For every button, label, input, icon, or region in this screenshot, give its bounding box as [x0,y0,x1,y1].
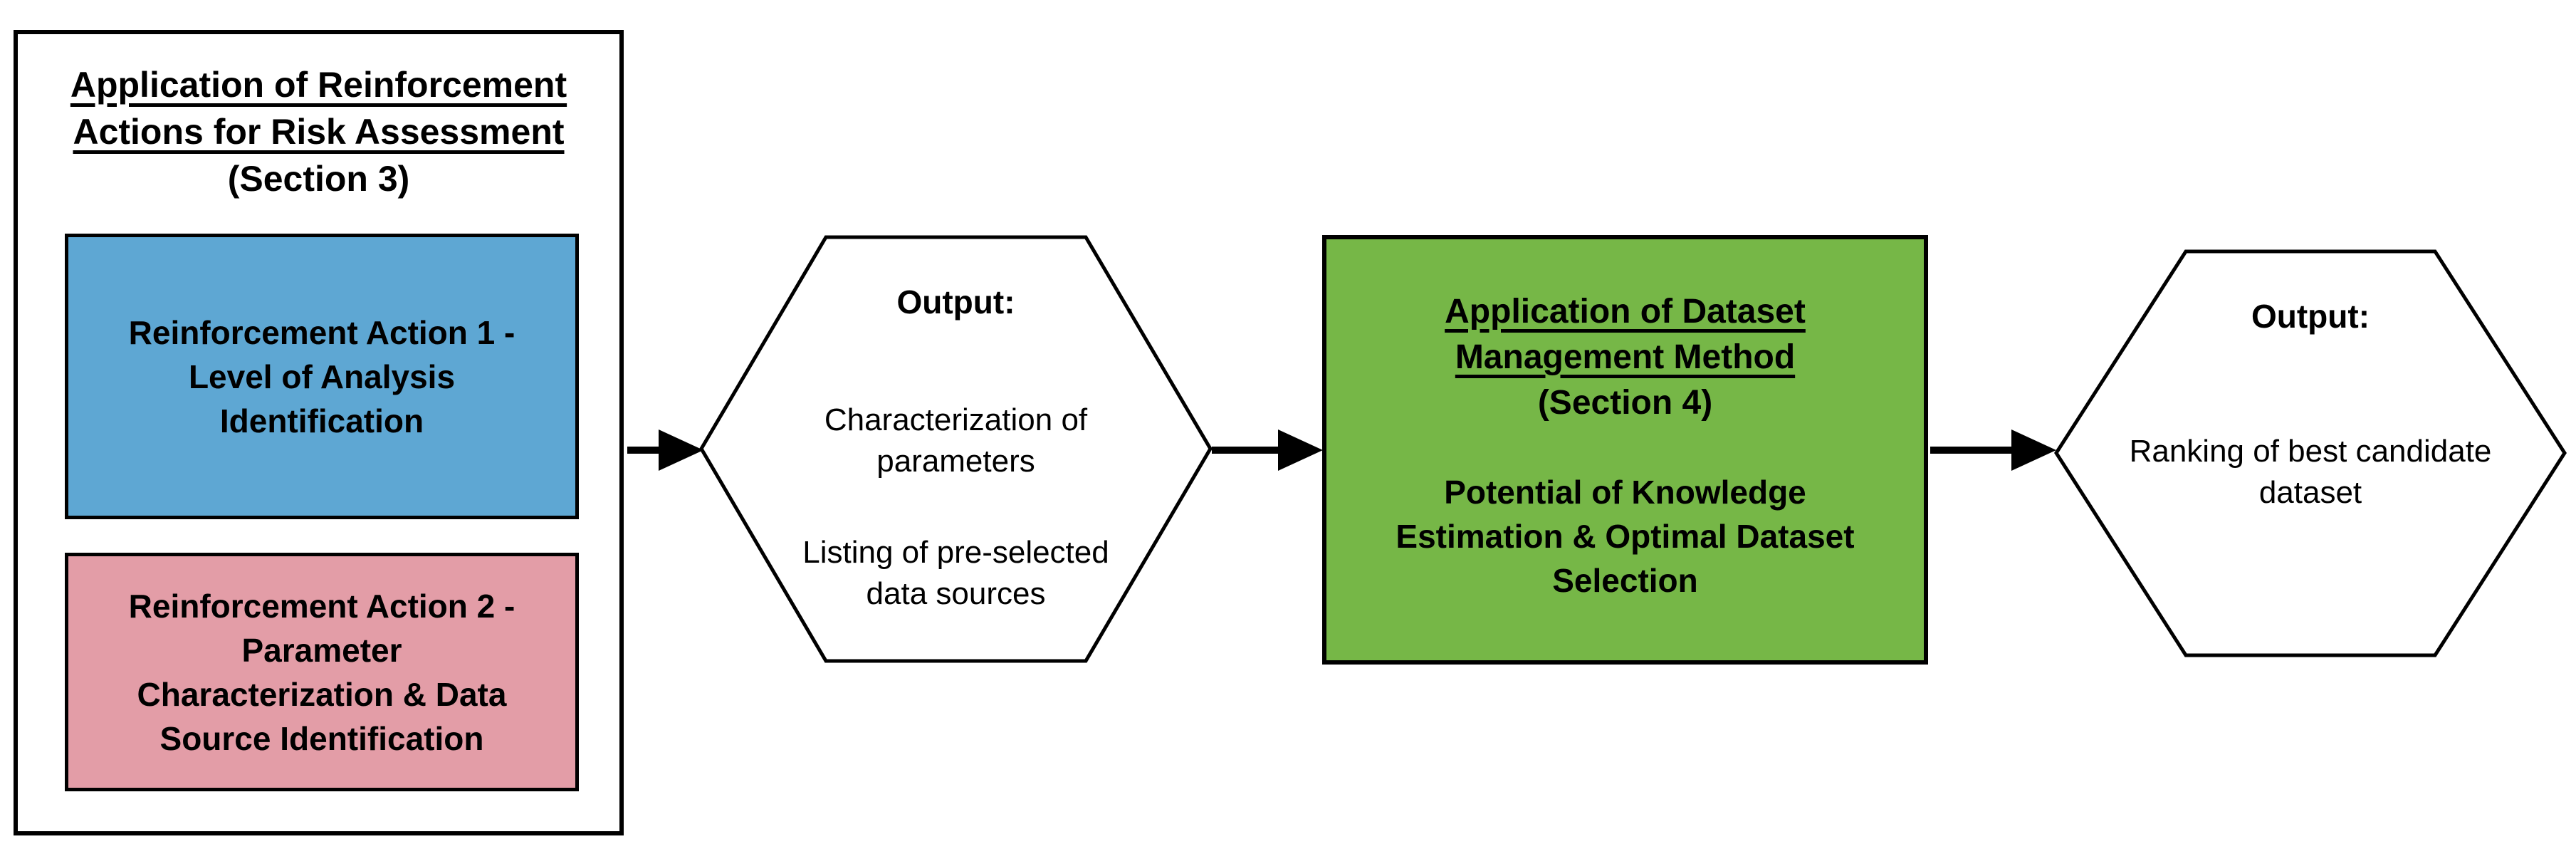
stage-dataset-management-section: (Section 4) [1537,384,1713,422]
flow-arrow-2 [1212,429,1323,471]
output-1-item-1: Characterization of parameters [824,402,1088,479]
stage-risk-assessment-box: Application of Reinforcement Actions for… [14,30,624,835]
output-2-heading: Output: [2251,298,2370,335]
output-hexagon-2 [2054,249,2567,657]
reinforcement-action-2-box: Reinforcement Action 2 - Parameter Chara… [65,553,579,791]
flow-arrow-3 [1930,429,2056,471]
stage-risk-assessment-title-underlined: Application of Reinforcement Actions for… [70,65,567,152]
output-1-content: Output: Characterization of parameters L… [701,237,1210,661]
output-1-heading: Output: [896,283,1015,321]
output-2-content: Output: Ranking of best candidate datase… [2056,251,2565,655]
output-1-item-2: Listing of pre-selected data sources [802,535,1109,611]
stage-dataset-management-box: Application of Dataset Management Method… [1322,235,1928,665]
stage-risk-assessment-section: (Section 3) [227,159,410,199]
reinforcement-action-1-box: Reinforcement Action 1 - Level of Analys… [65,234,579,519]
stage-dataset-management-body: Potential of Knowledge Estimation & Opti… [1396,474,1855,599]
stage-dataset-management-title-underlined: Application of Dataset Management Method [1445,293,1806,376]
stage-risk-assessment-title: Application of Reinforcement Actions for… [18,61,619,202]
output-2-item-1: Ranking of best candidate dataset [2129,434,2492,510]
flow-arrow-1 [627,429,703,471]
output-hexagon-1 [699,235,1213,663]
